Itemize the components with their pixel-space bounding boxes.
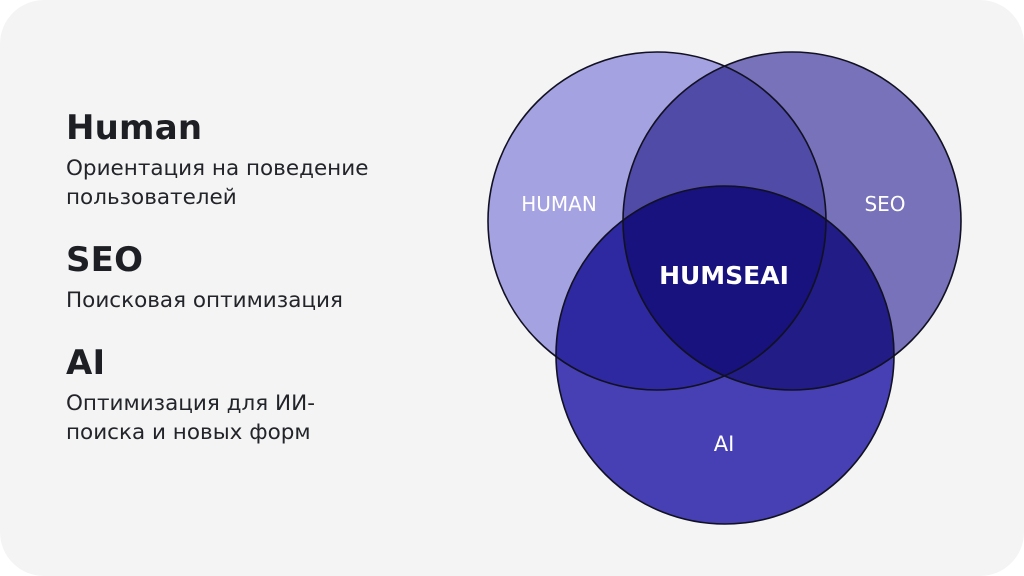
legend-item-ai: AI Оптимизация для ИИ- поиска и новых фо… [66,343,456,447]
label-seo: SEO [864,192,905,216]
legend: Human Ориентация на поведение пользовате… [66,108,456,475]
label-center: HUMSEAI [659,261,789,290]
desc-line: Поисковая оптимизация [66,288,343,313]
legend-item-seo: SEO Поисковая оптимизация [66,240,456,315]
desc-line: поиска и новых форм [66,420,311,445]
label-ai: AI [714,432,735,456]
legend-term: AI [66,343,106,383]
legend-item-human: Human Ориентация на поведение пользовате… [66,108,456,212]
desc-line: Ориентация на поведение [66,156,369,181]
desc-line: Оптимизация для ИИ- [66,391,315,416]
legend-term: Human [66,108,203,148]
legend-desc: Поисковая оптимизация [66,286,456,315]
legend-desc: Ориентация на поведение пользователей [66,154,456,212]
desc-line: пользователей [66,185,237,210]
legend-desc: Оптимизация для ИИ- поиска и новых форм [66,389,456,447]
label-human: HUMAN [521,192,597,216]
region-all [623,186,826,390]
legend-term: SEO [66,240,144,280]
